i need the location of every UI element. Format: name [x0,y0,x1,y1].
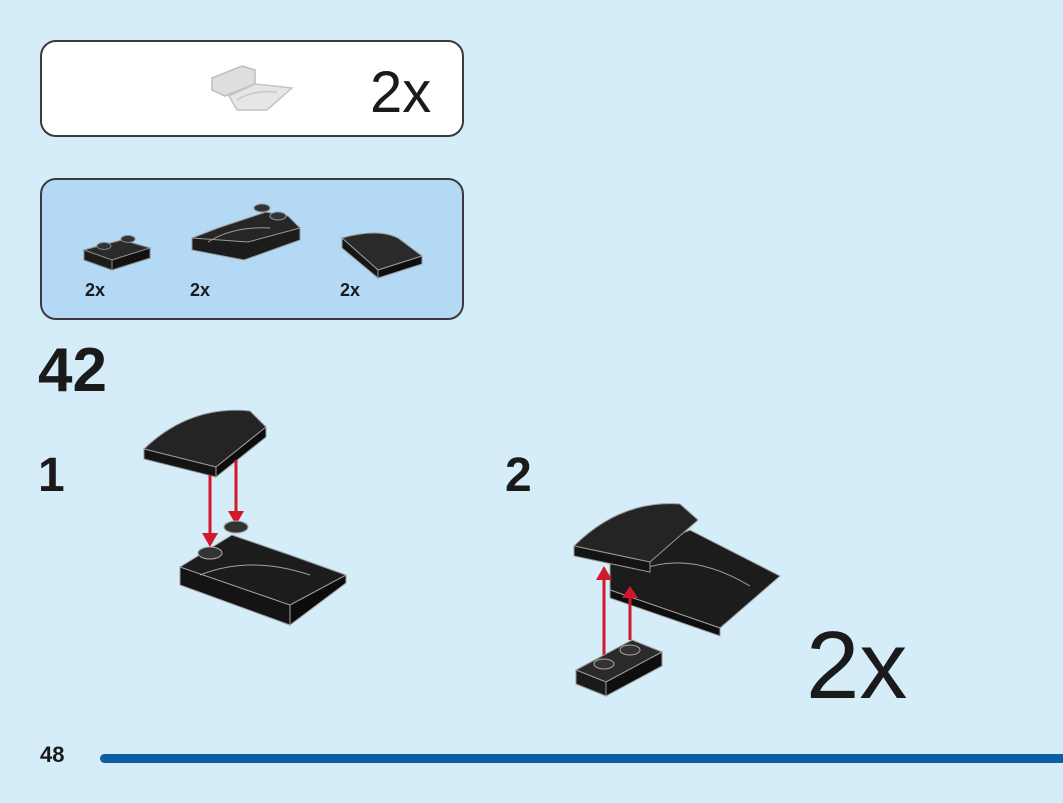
subassembly-result-box: 2x [40,40,464,137]
substep-2-label: 2 [505,449,532,502]
part-3-quantity: 2x [340,280,361,300]
step-number: 42 [38,336,107,405]
page-number: 48 [40,742,65,767]
part-2-quantity: 2x [190,280,211,300]
wedge-plate-icon [191,203,301,261]
page-progress-bar [100,754,1063,763]
part-1-quantity: 2x [85,280,106,300]
step-multiplier: 2x [806,612,908,719]
result-quantity: 2x [370,60,432,125]
subassembly-preview-icon [211,65,294,111]
parts-list-box: 2x 2x 2x [40,178,464,320]
substep-2-illustration [572,503,781,697]
substep-1-illustration [142,409,347,626]
plate-1x2-icon [82,235,152,271]
curved-slope-icon [340,232,424,280]
substep-1-label: 1 [38,449,65,502]
